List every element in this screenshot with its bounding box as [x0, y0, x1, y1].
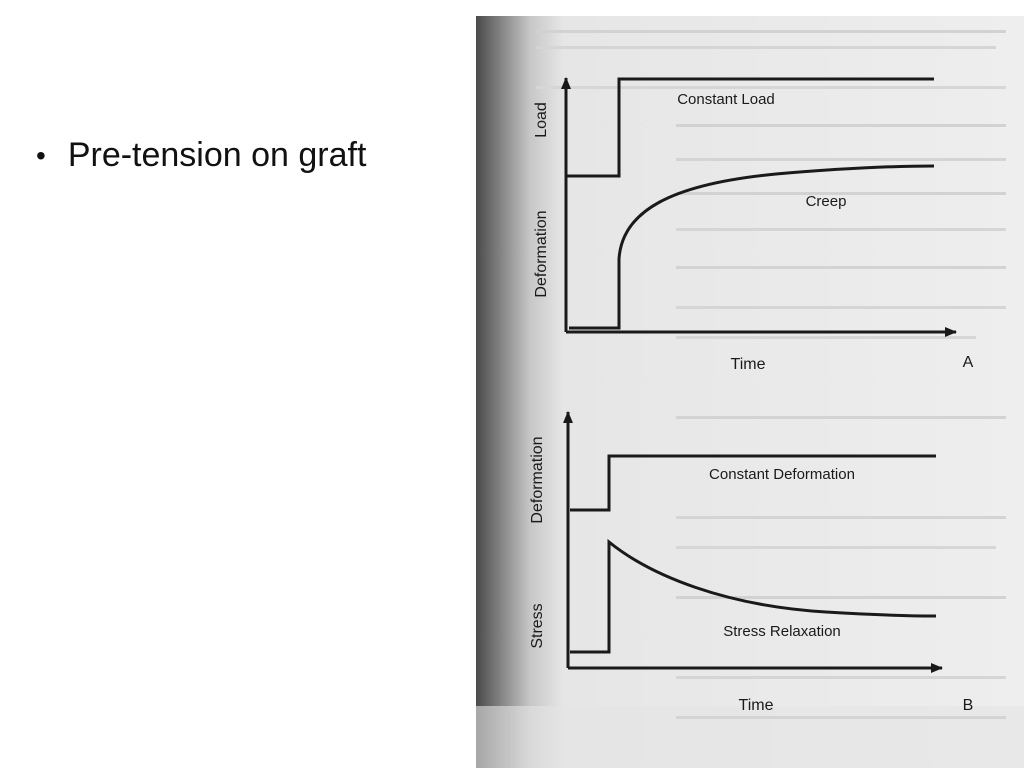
bleed-through-texture — [536, 30, 1006, 719]
creep-label: Creep — [806, 193, 847, 210]
panel-b-time-label: Time — [739, 697, 774, 714]
slide-bullet: • Pre-tension on graft — [36, 136, 366, 175]
paper-bottom-shade — [476, 706, 1024, 768]
panel-b-letter: B — [963, 697, 974, 714]
bullet-dot-icon: • — [36, 139, 46, 171]
panel-a-letter: A — [963, 354, 974, 371]
panel-b: Constant Deformation Stress Relaxation D… — [529, 411, 974, 714]
scanned-figure: Constant Load Creep Load Deformation Tim… — [476, 16, 1024, 768]
panel-b-deformation-axis-label: Deformation — [529, 436, 546, 523]
constant-load-label: Constant Load — [677, 91, 775, 108]
panel-b-stress-axis-label: Stress — [529, 603, 546, 648]
constant-load-curve — [566, 77, 934, 178]
constant-deformation-label: Constant Deformation — [709, 466, 855, 483]
bullet-text: Pre-tension on graft — [67, 136, 367, 174]
viscoelastic-diagram: Constant Load Creep Load Deformation Tim… — [476, 16, 1024, 768]
stress-relaxation-curve — [570, 538, 937, 654]
creep-curve — [569, 164, 935, 330]
panel-a-deformation-axis-label: Deformation — [533, 210, 550, 297]
panel-a-load-axis-label: Load — [533, 102, 550, 138]
paper-background — [476, 16, 1024, 768]
panel-a-time-label: Time — [731, 356, 766, 373]
constant-deformation-curve — [570, 454, 936, 512]
stress-relaxation-label: Stress Relaxation — [723, 623, 841, 640]
panel-a: Constant Load Creep Load Deformation Tim… — [533, 77, 974, 373]
